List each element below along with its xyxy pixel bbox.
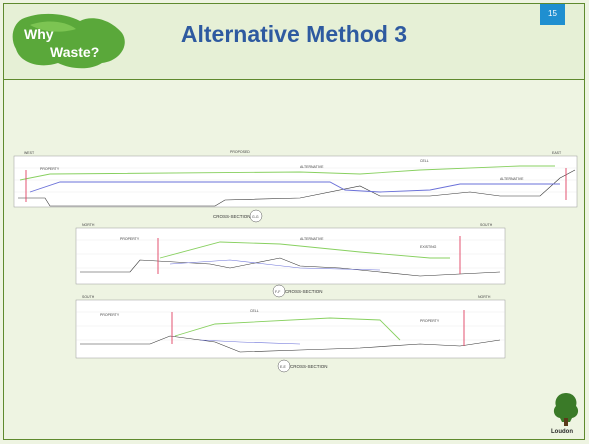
svg-text:PROPERTY: PROPERTY bbox=[40, 167, 60, 171]
section-id-1: G-G bbox=[252, 215, 259, 219]
svg-text:EXISTING: EXISTING bbox=[420, 245, 437, 249]
section-label-2: CROSS-SECTION bbox=[285, 289, 323, 294]
slide-title: Alternative Method 3 bbox=[180, 21, 408, 47]
svg-text:CELL: CELL bbox=[420, 159, 429, 163]
svg-text:WEST: WEST bbox=[24, 151, 35, 155]
section-id-2: F-F bbox=[275, 290, 280, 294]
corner-logo-text: Loudon bbox=[551, 429, 573, 435]
drawing-e-e: SOUTH NORTH PROPERTY CELL PROPERTY CROSS… bbox=[75, 295, 506, 373]
section-id-3: E-E bbox=[280, 365, 287, 369]
page-number-badge: 15 bbox=[540, 3, 565, 25]
logo-line1: Why bbox=[24, 26, 54, 42]
logo-line2: Waste? bbox=[50, 44, 99, 60]
svg-text:ALTERNATIVE: ALTERNATIVE bbox=[300, 165, 324, 169]
cross-section-drawings: WEST EAST PROPOSED ALTERNATIVE CELL PROP… bbox=[13, 150, 578, 373]
svg-text:ALTERNATIVE: ALTERNATIVE bbox=[300, 237, 324, 241]
slide-frame bbox=[3, 3, 585, 440]
section-label-1: CROSS-SECTION bbox=[213, 214, 251, 219]
svg-text:PROPERTY: PROPERTY bbox=[100, 313, 120, 317]
svg-text:CELL: CELL bbox=[250, 309, 259, 313]
loudon-county-logo: Loudon bbox=[550, 390, 582, 436]
svg-text:PROPERTY: PROPERTY bbox=[420, 319, 440, 323]
svg-text:PROPERTY: PROPERTY bbox=[120, 237, 140, 241]
drawing-g-g: WEST EAST PROPOSED ALTERNATIVE CELL PROP… bbox=[13, 150, 578, 223]
svg-text:ALTERNATIVE: ALTERNATIVE bbox=[500, 177, 524, 181]
svg-text:PROPOSED: PROPOSED bbox=[230, 150, 250, 154]
section-label-3: CROSS-SECTION bbox=[290, 364, 328, 369]
svg-text:SOUTH: SOUTH bbox=[82, 295, 95, 299]
drawing-f-f: NORTH SOUTH PROPERTY ALTERNATIVE EXISTIN… bbox=[75, 223, 506, 298]
svg-text:NORTH: NORTH bbox=[478, 295, 491, 299]
svg-text:NORTH: NORTH bbox=[82, 223, 95, 227]
why-waste-logo: Why Waste? bbox=[12, 13, 125, 69]
svg-text:SOUTH: SOUTH bbox=[480, 223, 493, 227]
svg-text:EAST: EAST bbox=[552, 151, 562, 155]
